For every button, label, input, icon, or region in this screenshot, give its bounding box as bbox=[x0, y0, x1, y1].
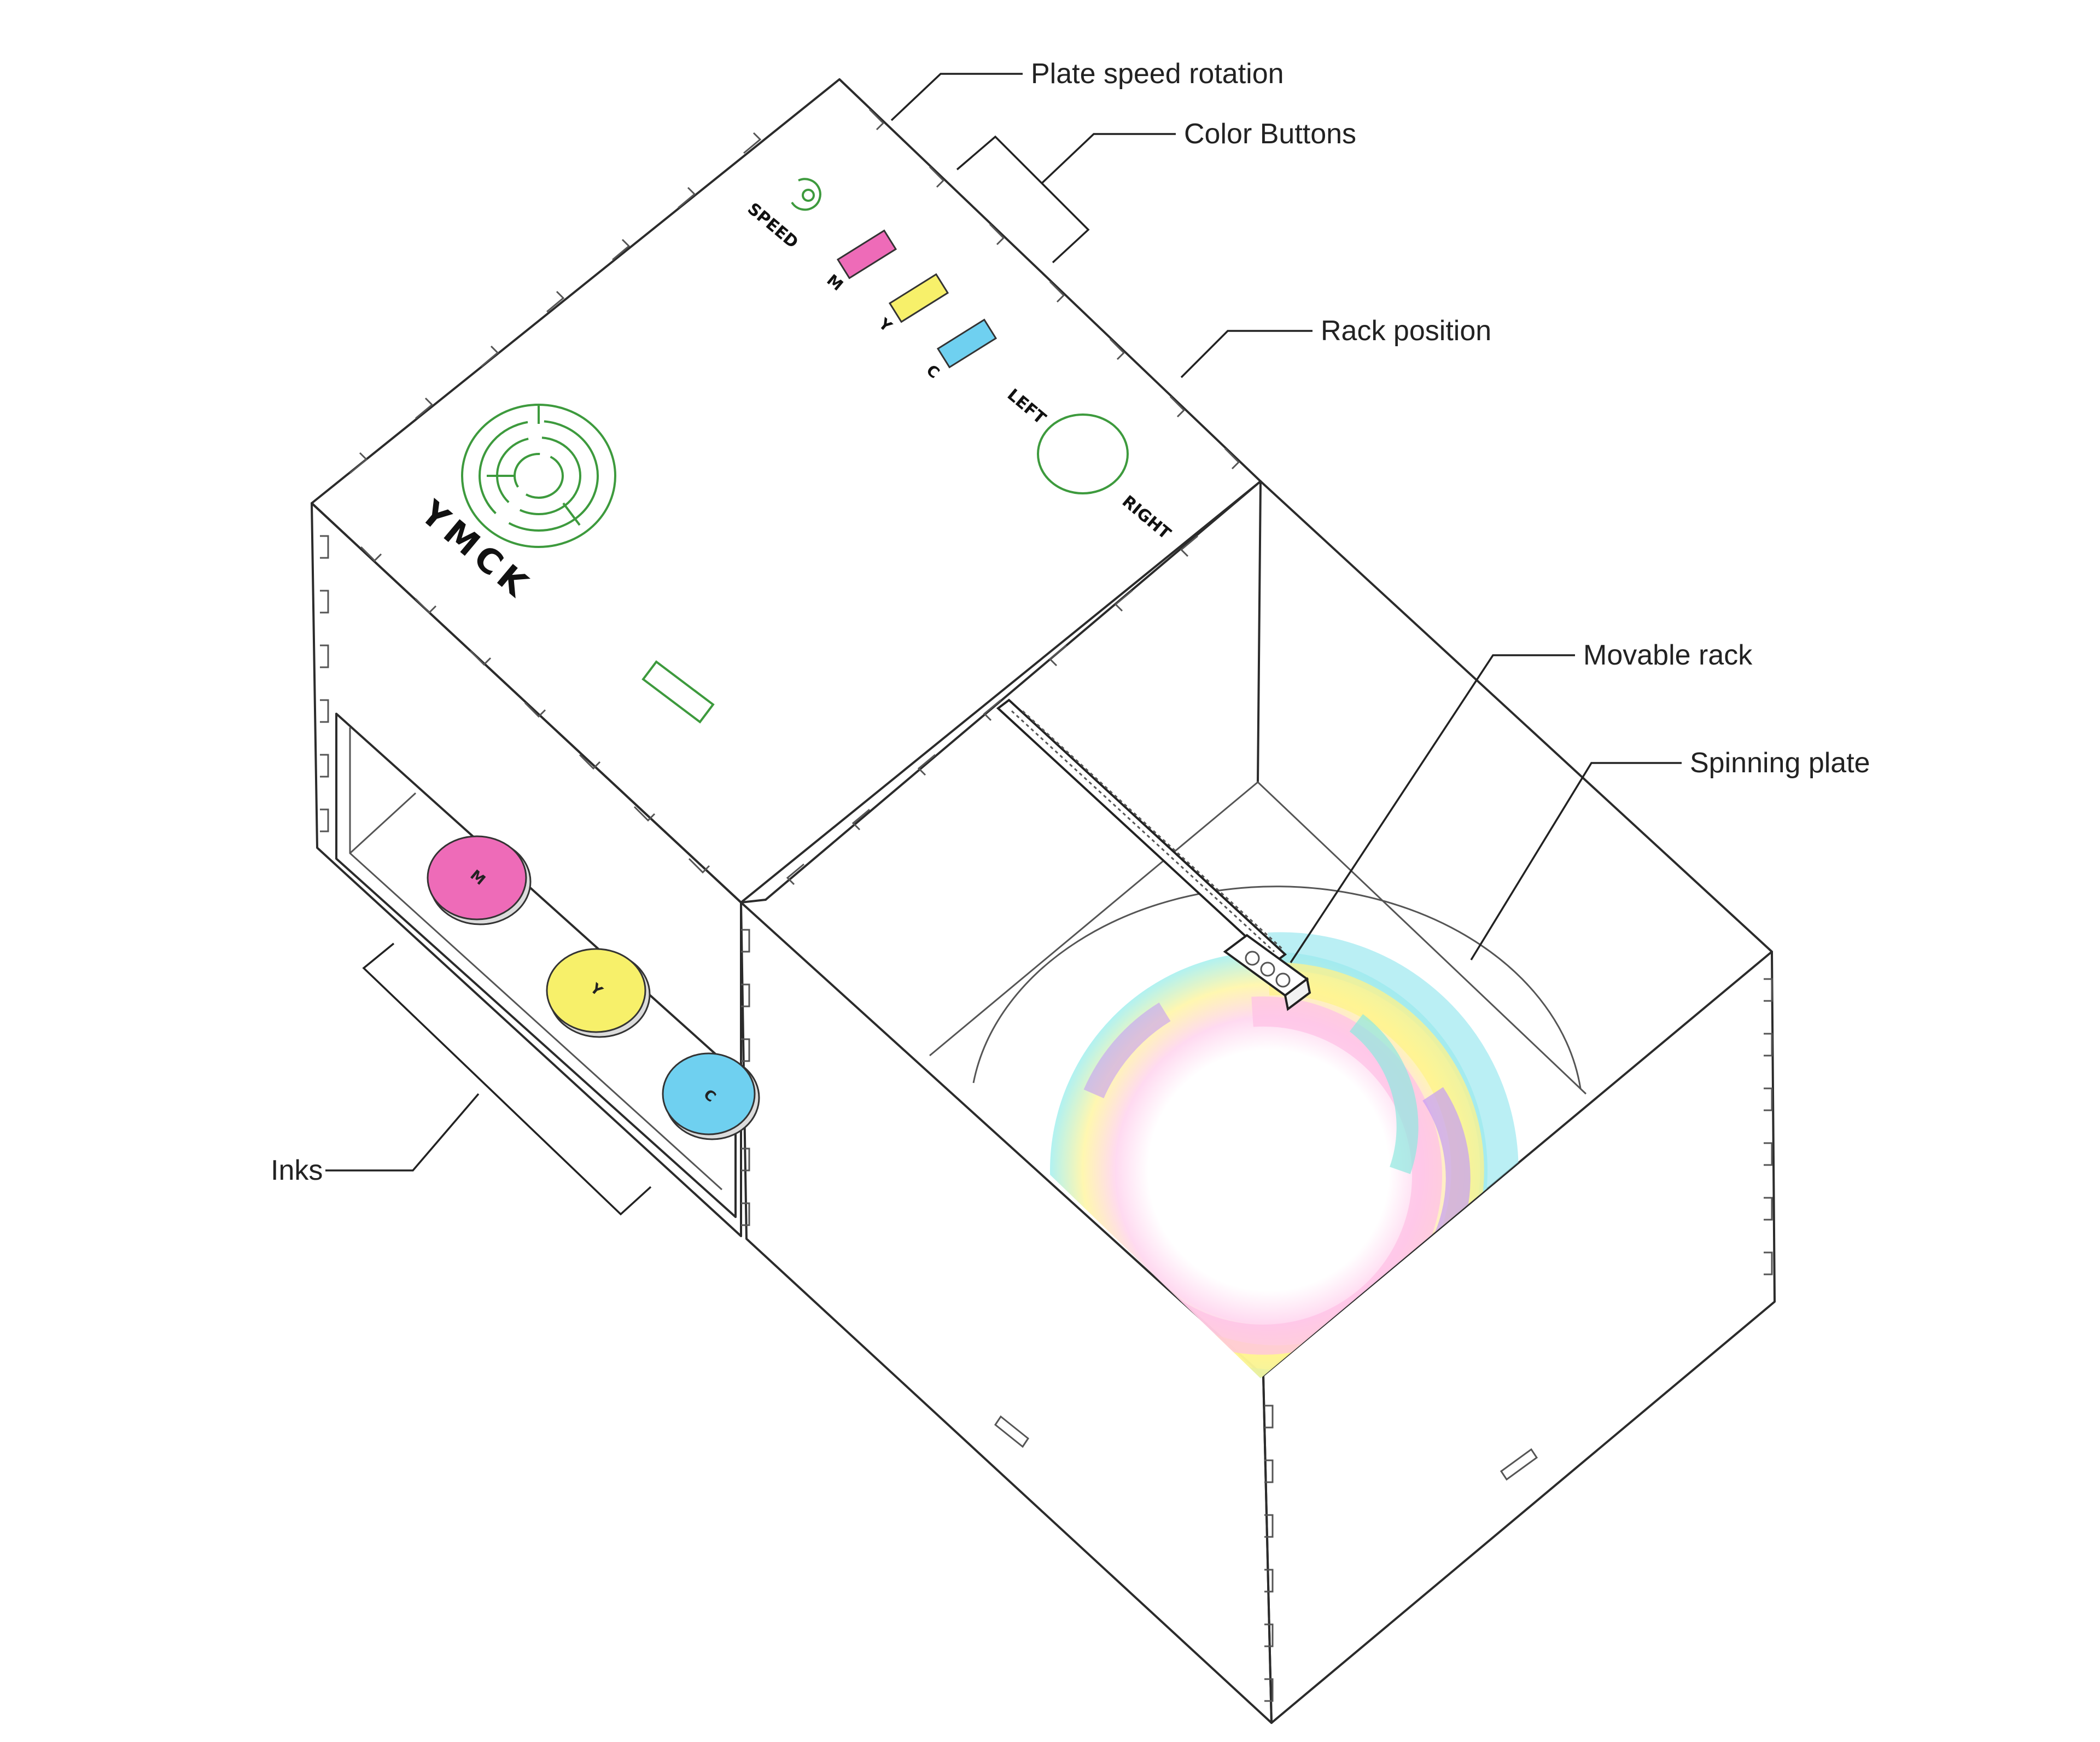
button-y[interactable] bbox=[888, 273, 949, 323]
rack-rail bbox=[996, 698, 1287, 964]
callout-label-inks: Inks bbox=[271, 1155, 323, 1186]
maze-logo-icon bbox=[461, 404, 616, 548]
ink-pot-c: C bbox=[662, 1052, 760, 1140]
callout-movable-rack: Movable rack bbox=[1290, 639, 1753, 963]
ink-pot-m: M bbox=[427, 835, 532, 925]
rack-teeth bbox=[1011, 710, 1284, 953]
ink-window-frame bbox=[335, 713, 737, 1218]
speed-dial-icon[interactable] bbox=[791, 178, 821, 211]
machine-body bbox=[311, 78, 1776, 1724]
button-m-label: M bbox=[824, 271, 847, 294]
panel-slot bbox=[641, 660, 715, 724]
ink-window-inner bbox=[349, 727, 723, 1191]
rack-position-knob[interactable] bbox=[1037, 413, 1129, 494]
front-slot bbox=[994, 1415, 1030, 1448]
compartment-back-corner bbox=[1257, 480, 1262, 783]
callout-inks: Inks bbox=[271, 942, 652, 1216]
right-label: RIGHT bbox=[1118, 492, 1175, 543]
finger-joints-top bbox=[349, 108, 1240, 885]
finger-joints-vertical bbox=[320, 535, 1773, 1702]
callout-color-buttons: Color Buttons bbox=[956, 118, 1356, 264]
button-m-key[interactable] bbox=[836, 229, 897, 279]
ink-window: M Y C bbox=[335, 713, 760, 1218]
button-m[interactable] bbox=[836, 229, 897, 279]
speed-label: SPEED bbox=[744, 199, 802, 252]
right-slot bbox=[1500, 1448, 1538, 1481]
ink-pot-y: Y bbox=[546, 948, 651, 1038]
rack-carriage[interactable] bbox=[1223, 934, 1311, 1011]
right-end-face bbox=[1262, 951, 1776, 1724]
callout-spinning-plate: Spinning plate bbox=[1470, 747, 1870, 960]
control-panel: SPEED M Y C LEFT RIGHT YMCK bbox=[413, 178, 1175, 724]
button-c[interactable] bbox=[936, 318, 998, 369]
control-panel-top bbox=[311, 78, 1262, 904]
callout-label-spinning-plate: Spinning plate bbox=[1690, 747, 1870, 779]
left-end-face bbox=[311, 502, 742, 1237]
spinning-plate bbox=[972, 885, 1582, 1089]
callout-label-movable-rack: Movable rack bbox=[1583, 639, 1753, 671]
button-y-label: Y bbox=[875, 314, 896, 335]
movable-rack[interactable] bbox=[996, 698, 1311, 1011]
button-c-label: C bbox=[923, 361, 943, 382]
callout-label-color-buttons: Color Buttons bbox=[1184, 118, 1356, 150]
button-c-key[interactable] bbox=[936, 318, 998, 369]
paint-swirl bbox=[1050, 932, 1519, 1378]
callout-label-rack-position: Rack position bbox=[1321, 315, 1491, 347]
speed-dial[interactable] bbox=[791, 178, 821, 211]
compartment-floor-edge bbox=[929, 780, 1587, 1095]
callout-label-plate-speed-rotation: Plate speed rotation bbox=[1031, 58, 1284, 90]
compartment-rim bbox=[765, 480, 1773, 953]
button-y-key[interactable] bbox=[888, 273, 949, 323]
callout-rack-position: Rack position bbox=[1180, 315, 1491, 378]
left-label: LEFT bbox=[1004, 385, 1050, 428]
nozzle-3-icon bbox=[1275, 972, 1291, 988]
nozzle-2-icon bbox=[1260, 962, 1275, 977]
nozzle-1-icon bbox=[1245, 951, 1260, 966]
callout-plate-speed-rotation: Plate speed rotation bbox=[890, 58, 1284, 121]
